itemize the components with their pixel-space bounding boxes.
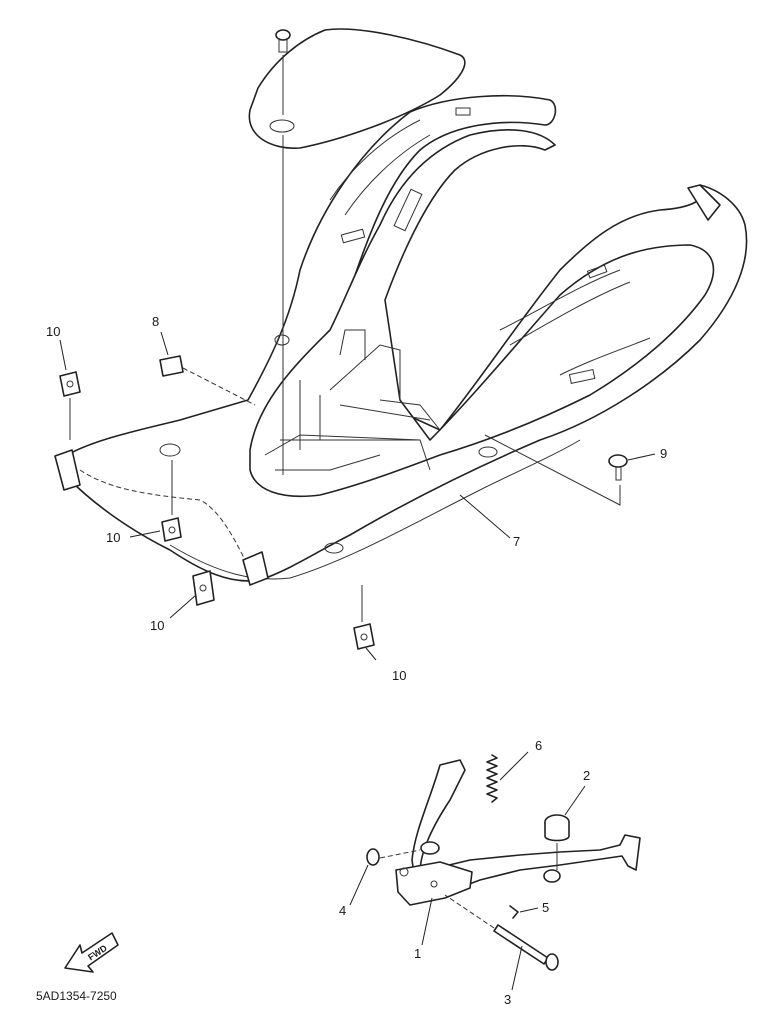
- callout-5: 5: [542, 900, 549, 915]
- callout-6: 6: [535, 738, 542, 753]
- callout-9: 9: [660, 446, 667, 461]
- under-cover: [54, 28, 748, 586]
- nut-part-10-middle: [161, 460, 182, 542]
- nut-part-10-lower: [353, 585, 375, 650]
- leader-lines: [59, 331, 656, 991]
- callout-8: 8: [152, 314, 159, 329]
- spring-part-6: [486, 754, 498, 803]
- seat-screw: [275, 29, 291, 475]
- pin-part-5: [509, 905, 519, 919]
- callout-10-lower: 10: [392, 668, 406, 683]
- callout-3: 3: [504, 992, 511, 1007]
- stand-bracket: [395, 861, 473, 906]
- nut-part-10-upper: [59, 371, 81, 440]
- callout-10-middle: 10: [106, 530, 120, 545]
- side-stand-assembly: [366, 754, 641, 971]
- nut-part-2: [544, 814, 570, 870]
- callout-7: 7: [513, 534, 520, 549]
- stand-bar: [411, 759, 641, 896]
- seat-hole: [269, 119, 295, 133]
- drawing-code: 5AD1354-7250: [36, 989, 117, 1003]
- seat-outline: [248, 28, 466, 149]
- callout-4: 4: [339, 903, 346, 918]
- clip-part-8: [159, 355, 256, 406]
- callout-2: 2: [583, 768, 590, 783]
- bolt-part-3: [444, 894, 559, 971]
- cover-opening: [249, 129, 715, 498]
- nut-part-10-left: [192, 570, 215, 606]
- callout-10-upper: 10: [46, 324, 60, 339]
- fwd-arrow: FWD: [64, 932, 119, 973]
- callout-10-left: 10: [150, 618, 164, 633]
- callouts: 10 8 10 10 10 9 7 6 2 4 5 1 3: [46, 314, 667, 1007]
- bolt-part-9: [484, 434, 628, 506]
- callout-1: 1: [414, 946, 421, 961]
- washer-part-4: [366, 848, 421, 866]
- cover-body: [61, 95, 748, 582]
